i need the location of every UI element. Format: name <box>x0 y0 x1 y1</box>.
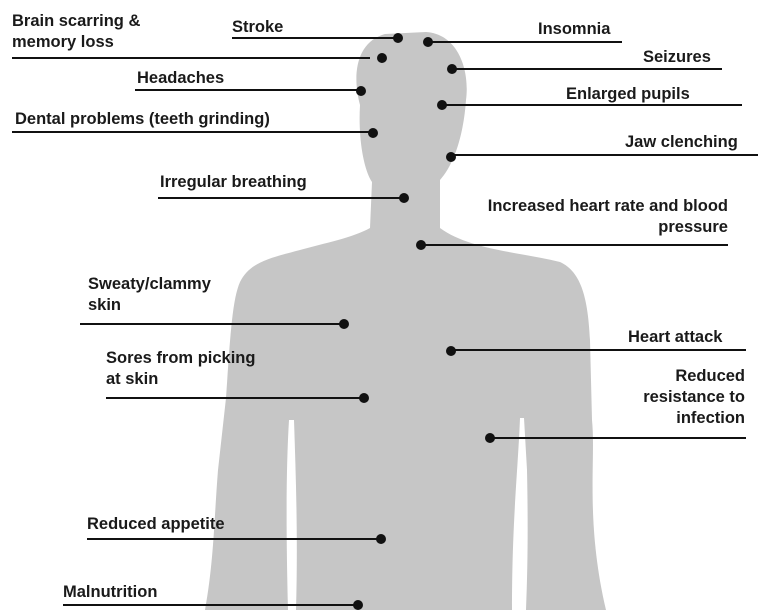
label-heart-attack: Heart attack <box>628 327 722 348</box>
label-enlarged-pupils: Enlarged pupils <box>566 84 690 105</box>
marker-dot-pupils <box>437 100 447 110</box>
marker-dot-heart_rate <box>416 240 426 250</box>
marker-dot-malnutrition <box>353 600 363 610</box>
label-brain-scarring: Brain scarring & memory loss <box>12 11 177 53</box>
label-seizures: Seizures <box>643 47 711 68</box>
label-dental-problems: Dental problems (teeth grinding) <box>15 109 270 130</box>
label-heart-rate: Increased heart rate and blood pressure <box>478 196 728 238</box>
marker-dot-brain <box>377 53 387 63</box>
marker-dot-sores <box>359 393 369 403</box>
label-malnutrition: Malnutrition <box>63 582 157 603</box>
marker-dot-sweaty <box>339 319 349 329</box>
label-jaw-clenching: Jaw clenching <box>625 132 738 153</box>
marker-dot-seizures <box>447 64 457 74</box>
marker-dot-breathing <box>399 193 409 203</box>
label-reduced-appetite: Reduced appetite <box>87 514 225 535</box>
marker-dot-stroke <box>393 33 403 43</box>
marker-dot-infection <box>485 433 495 443</box>
label-headaches: Headaches <box>137 68 224 89</box>
marker-dot-insomnia <box>423 37 433 47</box>
label-sweaty-skin: Sweaty/clammy skin <box>88 274 248 316</box>
label-stroke: Stroke <box>232 17 283 38</box>
label-infection: Reduced resistance to infection <box>605 366 745 429</box>
label-irregular-breathing: Irregular breathing <box>160 172 307 193</box>
marker-dot-headaches <box>356 86 366 96</box>
marker-dot-heart_attack <box>446 346 456 356</box>
label-insomnia: Insomnia <box>538 19 610 40</box>
marker-dot-appetite <box>376 534 386 544</box>
marker-dot-dental <box>368 128 378 138</box>
label-brain-text: Brain scarring & memory loss <box>12 11 177 53</box>
marker-dot-jaw <box>446 152 456 162</box>
label-skin-sores: Sores from picking at skin <box>106 348 266 390</box>
